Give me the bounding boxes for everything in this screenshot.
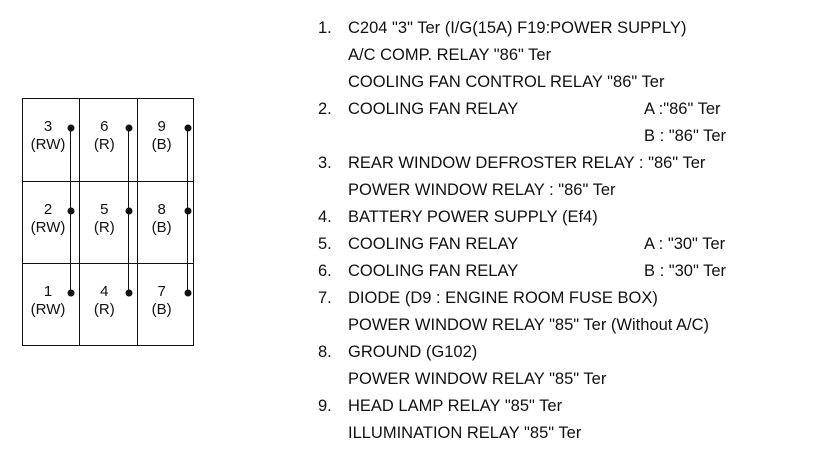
- pin-wire-color: (RW): [30, 301, 66, 318]
- terminal-dot-icon: [125, 207, 133, 215]
- legend-entry: 5. COOLING FAN RELAY A : "30" Ter: [318, 231, 808, 258]
- cavity-divider-horizontal: [23, 180, 193, 182]
- legend-line: POWER WINDOW RELAY : "86" Ter: [318, 177, 808, 204]
- pin-wire-color: (R): [93, 301, 115, 318]
- pin-number: 4: [100, 283, 109, 300]
- pin-number: 3: [43, 118, 53, 135]
- connector-pin-diagram: 3(RW)6(R)9(B)2(RW)5(R)8(B)1(RW)4(R)7(B): [22, 98, 194, 346]
- terminal-dot-icon: [184, 207, 192, 215]
- pin-wire-color: (B): [151, 301, 172, 318]
- legend-line: COOLING FAN CONTROL RELAY "86" Ter: [318, 69, 808, 96]
- legend-line: 9. HEAD LAMP RELAY "85" Ter: [318, 393, 808, 420]
- legend-terminal: B : "86" Ter: [644, 127, 727, 145]
- legend-number: 7.: [318, 289, 332, 307]
- legend-entry: 6. COOLING FAN RELAY B : "30" Ter: [318, 258, 808, 285]
- pin-number: 9: [157, 118, 166, 135]
- legend-text: ILLUMINATION RELAY "85" Ter: [348, 424, 582, 442]
- cavity-divider-horizontal: [23, 263, 193, 265]
- legend-line: POWER WINDOW RELAY "85" Ter (Without A/C…: [318, 312, 808, 339]
- legend-entry: 4. BATTERY POWER SUPPLY (Ef4): [318, 204, 808, 231]
- cavity-divider-vertical: [136, 99, 138, 345]
- legend-entry: 2. COOLING FAN RELAY A :"86" Ter B : "86" T…: [318, 96, 808, 150]
- pin-wire-color: (R): [93, 219, 115, 236]
- legend-entry: 8. GROUND (G102) POWER WINDOW RELAY "85" T…: [318, 339, 808, 393]
- legend-text: A/C COMP. RELAY "86" Ter: [348, 46, 552, 64]
- legend-entry: 7. DIODE (D9 : ENGINE ROOM FUSE BOX) POWER…: [318, 285, 808, 339]
- legend-line: 5. COOLING FAN RELAY A : "30" Ter: [318, 231, 808, 258]
- legend-text: COOLING FAN RELAY: [348, 235, 519, 253]
- legend-terminal: A :"86" Ter: [644, 100, 721, 118]
- legend-text: BATTERY POWER SUPPLY (Ef4): [348, 208, 598, 226]
- legend-line: A/C COMP. RELAY "86" Ter: [318, 42, 808, 69]
- pin-wire-color: (RW): [30, 136, 66, 153]
- pin-number: 6: [100, 118, 109, 135]
- legend-number: 2.: [318, 100, 332, 118]
- legend-text: COOLING FAN RELAY: [348, 100, 519, 118]
- terminal-dot-icon: [184, 124, 192, 132]
- legend-number: 4.: [318, 208, 332, 226]
- legend-number: 6.: [318, 262, 332, 280]
- legend-line: 2. COOLING FAN RELAY A :"86" Ter: [318, 96, 808, 123]
- legend-text: COOLING FAN CONTROL RELAY "86" Ter: [348, 73, 665, 91]
- pin-wire-color: (B): [151, 219, 172, 236]
- legend-number: 1.: [318, 19, 332, 37]
- legend-line: 3. REAR WINDOW DEFROSTER RELAY : "86" Ter: [318, 150, 808, 177]
- terminal-dot-icon: [67, 124, 75, 132]
- legend-text: GROUND (G102): [348, 343, 478, 361]
- pin-number: 7: [157, 283, 166, 300]
- terminal-dot-icon: [67, 207, 75, 215]
- pin-legend: 1. C204 "3" Ter (I/G(15A) F19:POWER SUPPL…: [318, 15, 808, 447]
- legend-line: 6. COOLING FAN RELAY B : "30" Ter: [318, 258, 808, 285]
- legend-line: 1. C204 "3" Ter (I/G(15A) F19:POWER SUPPL…: [318, 15, 808, 42]
- pin-number: 8: [157, 201, 166, 218]
- legend-entry: 3. REAR WINDOW DEFROSTER RELAY : "86" Ter…: [318, 150, 808, 204]
- terminal-dot-icon: [184, 289, 192, 297]
- legend-text: POWER WINDOW RELAY "85" Ter (Without A/C…: [348, 316, 710, 334]
- legend-number: 8.: [318, 343, 332, 361]
- pin-number: 2: [43, 201, 53, 218]
- terminal-dot-icon: [125, 124, 133, 132]
- legend-line: B : "86" Ter: [318, 123, 808, 150]
- legend-terminal: B : "30" Ter: [644, 262, 727, 280]
- legend-entry: 1. C204 "3" Ter (I/G(15A) F19:POWER SUPPL…: [318, 15, 808, 96]
- pin-number: 5: [100, 201, 109, 218]
- terminal-dot-icon: [125, 289, 133, 297]
- legend-text: POWER WINDOW RELAY : "86" Ter: [348, 181, 616, 199]
- legend-terminal: A : "30" Ter: [644, 235, 726, 253]
- legend-line: 7. DIODE (D9 : ENGINE ROOM FUSE BOX): [318, 285, 808, 312]
- pin-wire-color: (R): [93, 136, 115, 153]
- legend-text: DIODE (D9 : ENGINE ROOM FUSE BOX): [348, 289, 658, 307]
- legend-text: C204 "3" Ter (I/G(15A) F19:POWER SUPPLY): [348, 19, 687, 37]
- terminal-dot-icon: [67, 289, 75, 297]
- legend-text: COOLING FAN RELAY: [348, 262, 519, 280]
- legend-line: ILLUMINATION RELAY "85" Ter: [318, 420, 808, 447]
- pin-wire-color: (RW): [30, 219, 66, 236]
- legend-text: REAR WINDOW DEFROSTER RELAY : "86" Ter: [348, 154, 706, 172]
- legend-line: 8. GROUND (G102): [318, 339, 808, 366]
- legend-number: 5.: [318, 235, 332, 253]
- pin-number: 1: [43, 283, 53, 300]
- cavity-divider-vertical: [79, 99, 81, 345]
- legend-text: POWER WINDOW RELAY "85" Ter: [348, 370, 607, 388]
- pin-wire-color: (B): [151, 136, 172, 153]
- legend-number: 3.: [318, 154, 332, 172]
- legend-line: POWER WINDOW RELAY "85" Ter: [318, 366, 808, 393]
- legend-text: HEAD LAMP RELAY "85" Ter: [348, 397, 563, 415]
- legend-line: 4. BATTERY POWER SUPPLY (Ef4): [318, 204, 808, 231]
- legend-number: 9.: [318, 397, 332, 415]
